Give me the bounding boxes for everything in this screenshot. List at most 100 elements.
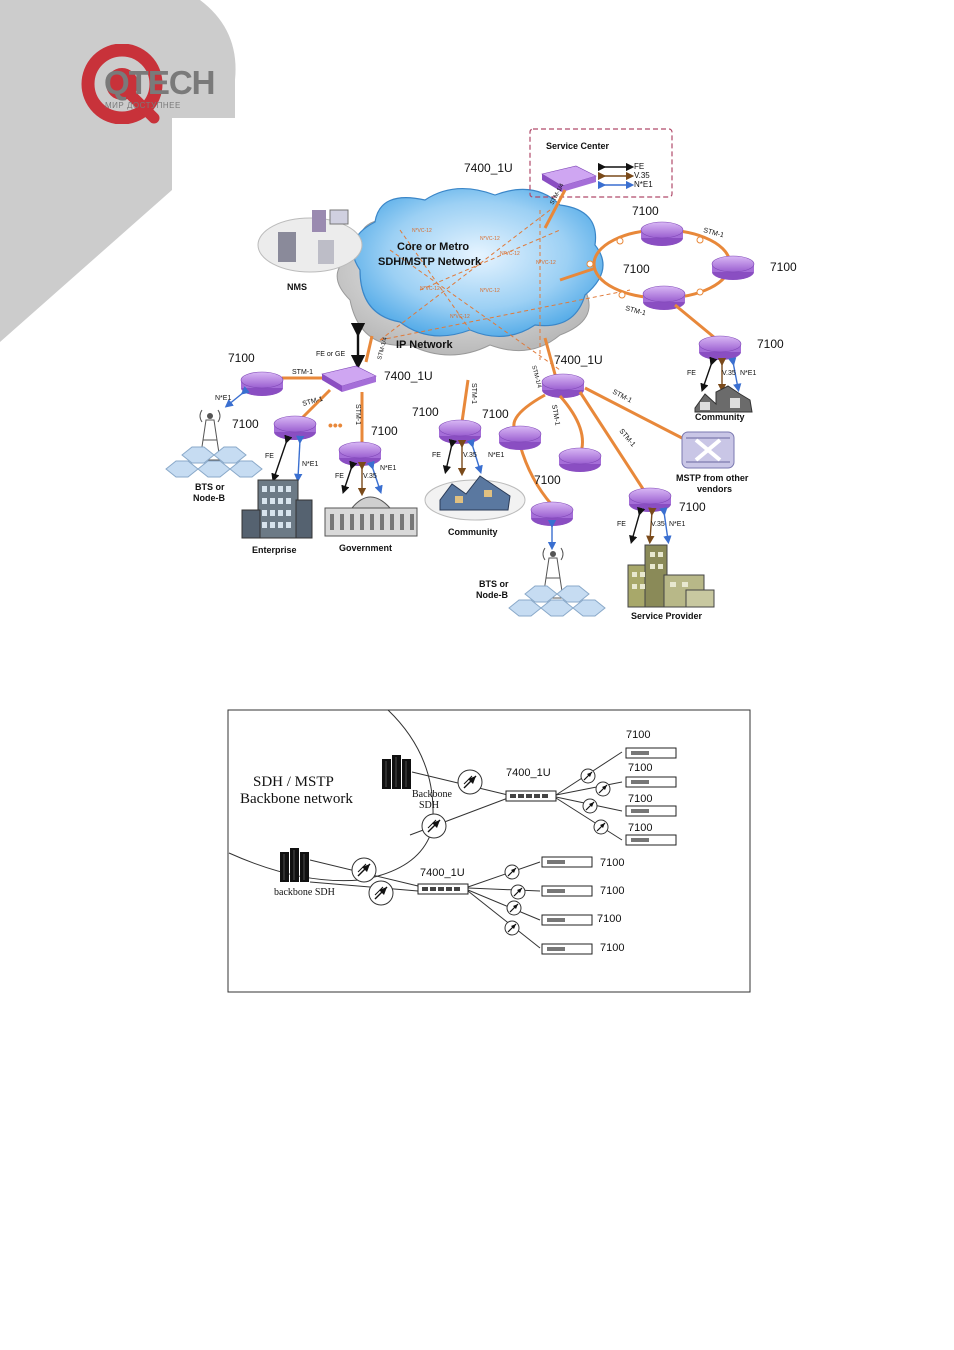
government-fe: FE	[335, 473, 344, 480]
node-bottom-1-label: 7100	[600, 857, 624, 869]
radio-top-a-icon	[580, 768, 596, 784]
provider-ne1: N*E1	[669, 521, 685, 528]
left-hub-label: 7400_1U	[384, 369, 433, 383]
ip-cloud-label: IP Network	[396, 339, 454, 351]
community-right-v35: V.35	[722, 370, 736, 377]
community-right-buildings	[694, 385, 753, 413]
mstp-other-label-2: vendors	[697, 484, 732, 494]
right-ring-node-b	[558, 447, 602, 473]
node-top-2	[625, 776, 677, 788]
service-center-device-label: 7400_1U	[464, 161, 513, 175]
hub-top-label: 7400_1U	[506, 767, 551, 779]
nms-label: NMS	[287, 282, 307, 292]
government-stm: STM-1	[354, 404, 361, 425]
legend-fe: FE	[634, 162, 644, 171]
radio-bottom-b-icon	[510, 884, 526, 900]
right-hub-stm: STM-1/4	[530, 365, 542, 389]
bts-left-node-label: 7100	[228, 351, 255, 365]
government-node-label: 7100	[371, 424, 398, 438]
nms-servers	[257, 209, 363, 273]
service-center-box	[529, 128, 673, 198]
bts-right-label-1: BTS or	[479, 579, 509, 589]
hub-bottom	[417, 883, 469, 895]
vc-label: N*VC-12	[412, 228, 432, 234]
bts-left-label-1: BTS or	[195, 482, 225, 492]
node-bottom-3-label: 7100	[597, 913, 621, 925]
node-bottom-2-label: 7100	[600, 885, 624, 897]
backbone-sdh-top-label-2: SDH	[419, 800, 439, 811]
legend-v35: V.35	[634, 171, 650, 180]
vc-dashed-lines	[379, 209, 631, 371]
core-cloud-label-line1: Core or Metro	[397, 241, 469, 253]
backbone-network-label-1: SDH / MSTP	[253, 774, 334, 790]
node-top-2-label: 7100	[628, 762, 652, 774]
right-hub	[541, 373, 585, 399]
brand-name: QTECH	[104, 64, 215, 101]
bts-left-ne1: N*E1	[215, 395, 231, 402]
provider-label: Service Provider	[631, 611, 703, 621]
service-center-uplink	[543, 189, 567, 229]
top-links	[409, 751, 623, 841]
community-right-ne1: N*E1	[740, 370, 756, 377]
enterprise-ne1: N*E1	[302, 461, 318, 468]
service-center-hub	[541, 165, 597, 193]
vc-label: N*VC-12	[480, 236, 500, 242]
radio-top-b-icon	[595, 781, 611, 797]
provider-node	[628, 487, 672, 513]
center-community-label: Community	[448, 527, 498, 537]
diagram2-frame	[227, 709, 751, 993]
bottom-links	[309, 859, 541, 949]
radio-top-d-icon	[593, 819, 609, 835]
brand-tagline: МИР ДОСТУПНЕЕ	[105, 101, 181, 110]
radio-bottom-2-icon	[368, 880, 394, 906]
service-center-title: Service Center	[546, 141, 610, 151]
node-top-3-label: 7100	[628, 793, 652, 805]
left-hub-uplink-label: FE or GE	[316, 351, 346, 358]
core-cloud-label-line2: SDH/MSTP Network	[378, 256, 482, 268]
node-bottom-4	[541, 943, 593, 955]
network-diagram-1: N*VC-12 N*VC-12 N*VC-12 N*VC-12 N*VC-12 …	[165, 128, 797, 621]
node-bottom-2	[541, 885, 593, 897]
hub-bottom-label: 7400_1U	[420, 867, 465, 879]
government-building-icon	[324, 496, 418, 537]
backbone-sdh-bottom-label: backbone SDH	[274, 887, 335, 898]
radio-bottom-1-icon	[351, 857, 377, 883]
ring-node-right	[711, 255, 755, 281]
ring-node-top	[640, 221, 684, 247]
government-v35: V.35	[363, 473, 377, 480]
bts-right-node	[530, 501, 574, 527]
center-community-node	[438, 419, 482, 445]
node-bottom-1	[541, 856, 593, 868]
node-top-4-label: 7100	[628, 822, 652, 834]
node-top-1-label: 7100	[626, 729, 650, 741]
center-community-node-label: 7100	[412, 405, 439, 419]
enterprise-node	[273, 415, 317, 441]
community-right-node-label: 7100	[757, 337, 784, 351]
radio-bottom-d-icon	[504, 920, 520, 936]
community-right-fe: FE	[687, 370, 696, 377]
node-top-3	[625, 805, 677, 817]
more-nodes-dots: •••	[328, 417, 343, 433]
right-ring-node-a	[498, 425, 542, 451]
radio-top-c-icon	[582, 798, 598, 814]
radio-top-1-icon	[457, 769, 483, 795]
backbone-sdh-top-label-1: Backbone	[412, 789, 453, 800]
mstp-other-label-1: MSTP from other	[676, 473, 749, 483]
radio-top-2-icon	[421, 813, 447, 839]
legend-arrows	[597, 162, 635, 190]
ring-link-core	[559, 266, 597, 282]
node-bottom-4-label: 7100	[600, 942, 624, 954]
right-ring-stm: STM-1	[550, 404, 561, 426]
enterprise-building-icon	[241, 479, 313, 539]
ring-node-left-label: 7100	[623, 262, 650, 276]
bts-left-node	[240, 371, 284, 397]
vc-label: N*VC-12	[480, 288, 500, 294]
center-community-ne1: N*E1	[488, 452, 504, 459]
bts-left-stm: STM-1	[292, 369, 313, 376]
community-right-label: Community	[695, 412, 745, 422]
government-label: Government	[339, 543, 392, 553]
ring-node-top-label: 7100	[632, 204, 659, 218]
left-hub	[321, 365, 377, 393]
provider-building-icon	[627, 544, 715, 608]
center-community-buildings	[424, 475, 526, 521]
